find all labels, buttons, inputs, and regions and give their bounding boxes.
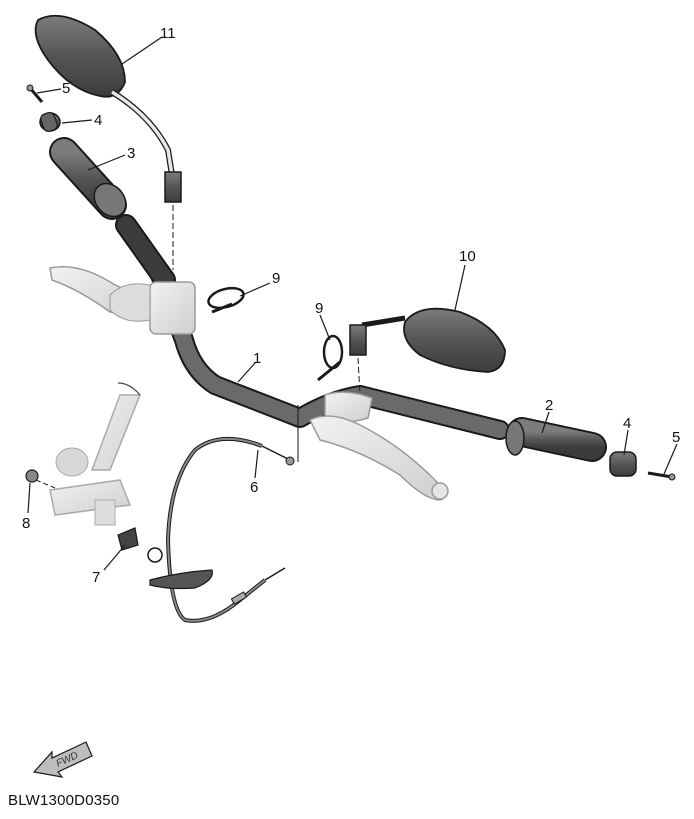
callout-10: 10	[459, 248, 476, 265]
left-mirror	[34, 14, 182, 270]
left-bar-end	[39, 111, 61, 133]
right-grip	[505, 417, 607, 462]
callout-1: 1	[253, 350, 261, 367]
fork-bracket	[49, 382, 142, 526]
callout-4-left: 4	[94, 112, 102, 129]
callout-8: 8	[22, 515, 30, 532]
callout-labels: 11 5 4 3 9 1 9 10 2 4 5 6 7 8	[22, 25, 680, 586]
leader-lines	[27, 36, 678, 571]
clip	[117, 527, 163, 563]
diagram-code: BLW1300D0350	[8, 792, 120, 809]
left-lever-assembly	[49, 266, 196, 335]
callout-2: 2	[545, 397, 553, 414]
cable-tie-right	[317, 334, 344, 382]
clutch-cable	[149, 405, 299, 623]
callout-5-right: 5	[672, 429, 680, 446]
callout-3: 3	[127, 145, 135, 162]
callout-9-right: 9	[315, 300, 323, 317]
forward-arrow-icon: FWD	[32, 741, 93, 778]
bolt	[25, 469, 56, 489]
left-grip	[49, 137, 127, 220]
callout-5-left: 5	[62, 80, 70, 97]
callout-4-right: 4	[623, 415, 631, 432]
left-bar-end-screw	[26, 84, 44, 103]
right-bar-end	[609, 451, 637, 477]
callout-6: 6	[250, 479, 258, 496]
callout-9-left: 9	[272, 270, 280, 287]
callout-7: 7	[92, 569, 100, 586]
right-mirror	[349, 307, 506, 396]
right-lever-assembly	[308, 391, 449, 501]
cable-tie-left	[207, 286, 245, 314]
callout-11: 11	[160, 25, 176, 42]
right-bar-end-screw	[647, 471, 676, 481]
